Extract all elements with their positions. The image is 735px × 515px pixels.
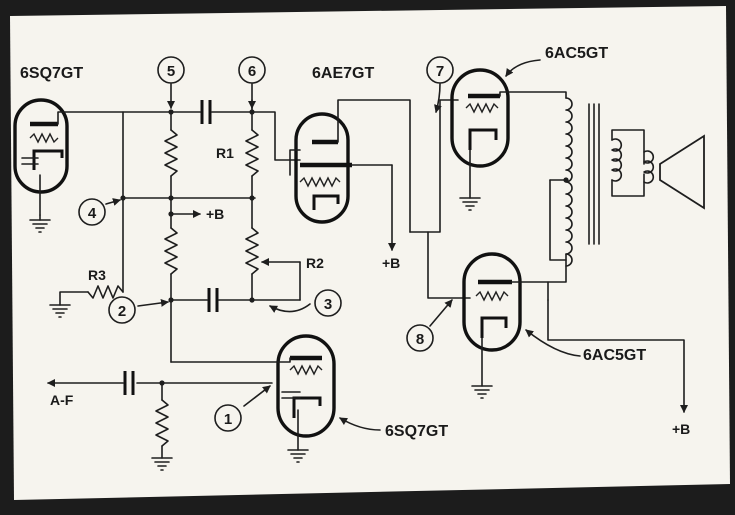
point-4: 4: [78, 198, 106, 226]
ground-icon: [151, 457, 173, 471]
tube-label-6sq7gt-bottom: 6SQ7GT: [385, 423, 448, 440]
capacitor-icon: [207, 288, 219, 312]
ground-icon: [29, 214, 51, 233]
resistor-icon: [245, 129, 259, 177]
svg-text:6: 6: [248, 63, 256, 80]
tube-6ac5gt-bottom: [462, 252, 522, 352]
resistor-label-r1: R1: [216, 145, 234, 161]
point-1: 1: [214, 404, 242, 432]
tube-6ae7gt: [294, 112, 352, 224]
svg-text:2: 2: [118, 303, 126, 320]
input-label-af: A-F: [50, 392, 74, 408]
svg-text:5: 5: [167, 63, 175, 80]
tube-label-6ac5gt-bottom: 6AC5GT: [583, 347, 646, 364]
svg-text:7: 7: [436, 63, 444, 80]
svg-text:8: 8: [416, 331, 424, 348]
point-2: 2: [108, 296, 136, 324]
ground-icon: [287, 449, 309, 463]
point-6: 6: [238, 56, 266, 84]
resistor-icon: [155, 399, 169, 447]
capacitor-icon: [123, 371, 135, 395]
ground-icon: [459, 197, 481, 211]
supply-label-mid: +B: [206, 206, 224, 222]
point-5: 5: [157, 56, 185, 84]
point-7: 7: [426, 56, 454, 84]
tube-label-6sq7gt-top: 6SQ7GT: [20, 65, 83, 82]
ground-icon: [471, 385, 493, 399]
supply-label-right: +B: [672, 421, 690, 437]
resistor-icon: [245, 227, 259, 275]
svg-text:3: 3: [324, 296, 332, 313]
resistor-label-r2: R2: [306, 255, 324, 271]
tube-6ac5gt-top: [450, 68, 510, 168]
resistor-icon: [164, 129, 178, 177]
resistor-label-r3: R3: [88, 267, 106, 283]
resistor-icon: [164, 227, 178, 275]
svg-text:4: 4: [88, 205, 97, 222]
capacitor-icon: [200, 100, 212, 124]
tube-label-6ae7gt: 6AE7GT: [312, 65, 374, 82]
tube-6sq7gt-bottom: [276, 334, 336, 451]
point-3: 3: [314, 289, 342, 317]
tube-label-6ac5gt-top: 6AC5GT: [545, 45, 608, 62]
svg-text:1: 1: [224, 411, 232, 428]
speaker-icon: [643, 134, 705, 210]
supply-label-6ae7: +B: [382, 255, 400, 271]
point-8: 8: [406, 324, 434, 352]
ground-icon: [49, 304, 71, 318]
tube-6sq7gt-top: [13, 98, 69, 216]
resistor-icon: [87, 285, 124, 299]
paper-sheet: [10, 6, 730, 500]
